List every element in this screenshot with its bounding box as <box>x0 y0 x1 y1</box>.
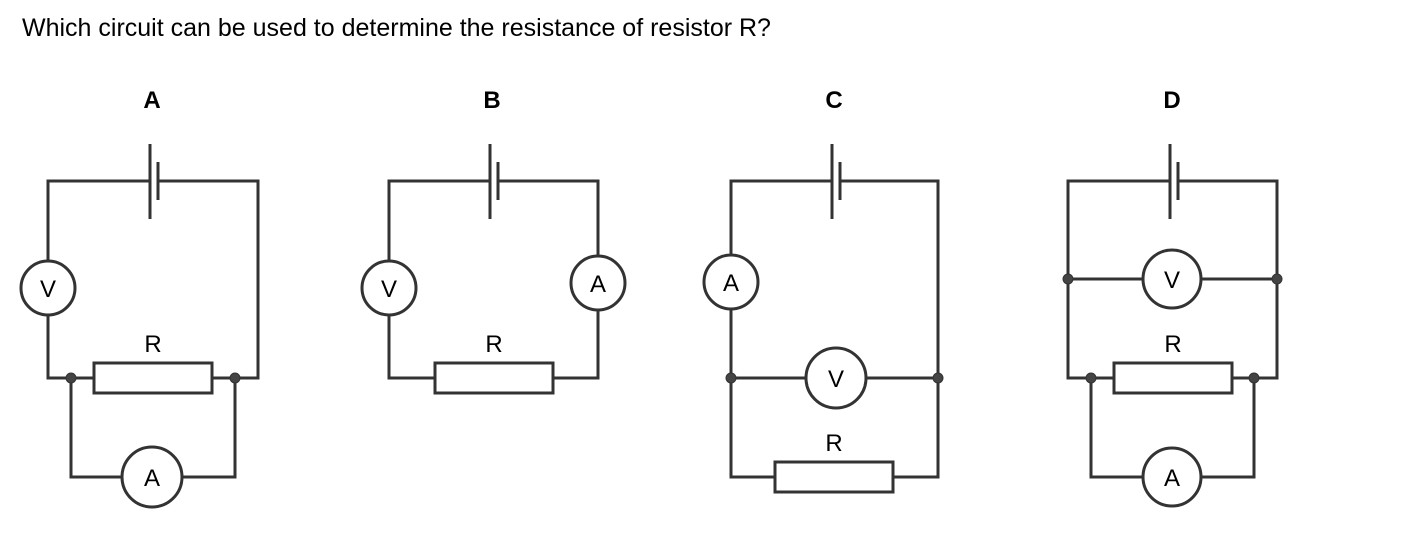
circuit-b-resistor-label: R <box>485 331 502 358</box>
circuit-d-voltmeter-label: V <box>1164 267 1180 294</box>
circuit-a-wires <box>46 179 260 479</box>
circuit-c: C A V R <box>702 87 944 494</box>
circuit-a-resistor-label: R <box>144 331 161 358</box>
circuit-b-ammeter-label: A <box>590 271 606 298</box>
option-label-a: A <box>143 87 160 114</box>
circuit-a-cell <box>148 144 160 219</box>
circuit-a-junction <box>229 372 241 384</box>
circuit-c-ammeter <box>702 253 760 311</box>
circuit-d-junction <box>1248 372 1260 384</box>
circuit-d-junction <box>1271 273 1283 285</box>
circuit-b-cell <box>488 144 500 219</box>
circuit-c-ammeter-label: A <box>723 270 739 297</box>
circuit-d-resistor <box>1112 361 1234 395</box>
circuit-a-resistor <box>92 361 214 395</box>
option-label-d: D <box>1163 87 1180 114</box>
circuit-a-voltmeter-label: V <box>40 276 56 303</box>
question-text: Which circuit can be used to determine t… <box>22 14 771 42</box>
circuit-c-wires <box>729 179 940 479</box>
circuit-a-ammeter <box>120 445 184 509</box>
circuit-d-junction <box>1062 273 1074 285</box>
circuit-d-cell <box>1168 144 1180 219</box>
circuit-a-ammeter-label: A <box>144 465 160 492</box>
circuit-d-junction <box>1085 372 1097 384</box>
circuit-b-wires <box>387 179 600 380</box>
option-label-b: B <box>483 87 500 114</box>
circuit-b-ammeter <box>569 254 627 312</box>
circuit-a: A R V A <box>19 87 260 509</box>
circuit-c-resistor-label: R <box>825 430 842 457</box>
circuit-d: D V R A <box>1062 87 1283 508</box>
circuit-d-ammeter <box>1141 446 1203 508</box>
circuit-d-voltmeter <box>1141 248 1203 310</box>
circuit-b-voltmeter-label: V <box>381 276 397 303</box>
circuit-b-voltmeter <box>360 259 418 317</box>
circuit-b: B R V A <box>360 87 627 395</box>
circuit-c-resistor <box>773 460 895 494</box>
circuit-c-cell <box>830 144 842 219</box>
circuit-a-junction <box>65 372 77 384</box>
circuit-c-junction <box>932 372 944 384</box>
circuit-c-voltmeter <box>804 346 868 410</box>
circuit-a-voltmeter <box>19 259 77 317</box>
circuit-c-voltmeter-label: V <box>828 366 844 393</box>
circuit-d-wires <box>1066 179 1279 479</box>
circuit-d-resistor-label: R <box>1164 331 1181 358</box>
circuit-c-junction <box>725 372 737 384</box>
option-label-c: C <box>825 87 842 114</box>
circuit-b-resistor <box>433 361 555 395</box>
circuit-d-ammeter-label: A <box>1164 465 1180 492</box>
